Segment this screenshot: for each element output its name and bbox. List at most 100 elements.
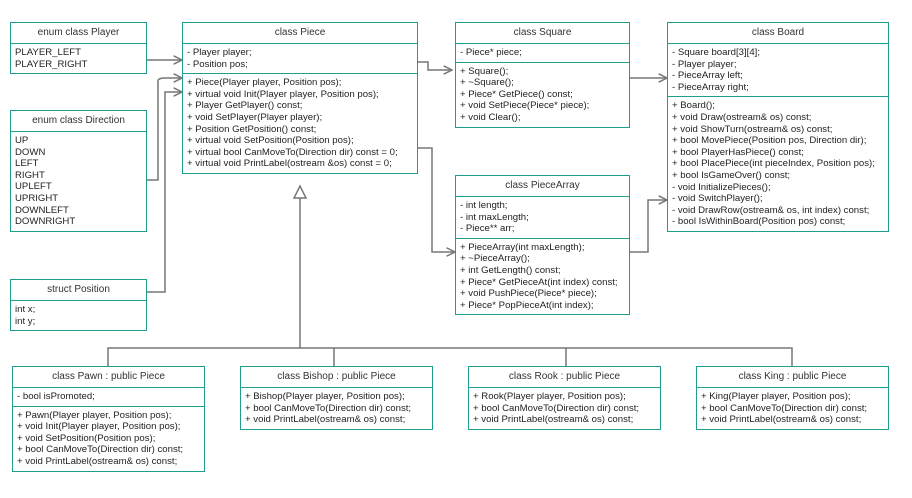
class-name: class King : public Piece [697,367,888,388]
member-line: + bool CanMoveTo(Direction dir) const; [17,444,184,456]
member-line: + Position GetPosition() const; [187,123,317,135]
class-name: struct Position [11,280,146,301]
class-box-piecearray: class PieceArray- int length;- int maxLe… [455,175,630,316]
member-line: + void SetPlayer(Player player); [187,111,323,123]
member-line: - PieceArray right; [672,81,749,93]
member-line: + void Init(Player player, Position pos)… [17,421,181,433]
member-line: RIGHT [15,169,45,181]
member-line: LEFT [15,158,39,170]
member-line: + bool PlacePiece(int pieceIndex, Positi… [672,158,875,170]
attributes-section: - Piece* piece; [456,44,629,63]
member-line: + Pawn(Player player, Position pos); [17,409,172,421]
member-line: - int length; [460,200,508,211]
member-line: + bool IsGameOver() const; [672,169,791,181]
class-box-pawn: class Pawn : public Piece - bool isPromot… [12,366,205,472]
methods-section: + Square();+ ~Square();+ Piece* GetPiece… [456,63,629,127]
member-line: int y; [15,315,36,327]
class-name: class Piece [183,23,417,44]
member-line: + void Clear(); [460,111,521,123]
member-line: + void Draw(ostream& os) const; [672,111,812,123]
class-name: class Pawn : public Piece [13,367,204,388]
member-line: + Bishop(Player player, Position pos); [245,391,405,402]
member-line: + virtual void Init(Player player, Posit… [187,88,379,100]
member-line: + void PrintLabel(ostream& os) const; [473,414,634,426]
inheritance-arrowhead [292,184,308,199]
member-line: - bool isPromoted; [17,391,95,402]
member-line: UPLEFT [15,181,52,193]
connector-piece-to-square [418,61,452,70]
member-line: + int GetLength() const; [460,264,561,276]
members-section: + King(Player player, Position pos);+ bo… [697,388,888,429]
attributes-section: - Square board[3][4];- Player player;- P… [668,44,888,98]
member-line: + Board(); [672,100,715,112]
member-line: + bool CanMoveTo(Direction dir) const; [701,402,868,414]
member-line: - void SwitchPlayer(); [672,193,763,205]
class-box-square: class Square- Piece* piece;+ Square();+ … [455,22,630,128]
member-line: - Piece* piece; [460,47,522,58]
member-line: + virtual bool CanMoveTo(Direction dir) … [187,146,398,158]
member-line: + bool MovePiece(Position pos, Direction… [672,135,867,147]
member-line: - PieceArray left; [672,70,743,82]
class-box-rook: class Rook : public Piece+ Rook(Player p… [468,366,661,430]
member-line: + void ShowTurn(ostream& os) const; [672,123,833,135]
member-line: - Player player; [187,47,252,58]
member-line: PLAYER_LEFT [15,47,81,58]
member-line: PLAYER_RIGHT [15,58,88,70]
class-name: class Rook : public Piece [469,367,660,388]
member-line: + Piece(Player player, Position pos); [187,77,342,89]
member-line: - void InitializePieces(); [672,181,771,193]
member-line: + void PrintLabel(ostream& os) const; [701,414,862,426]
member-line: + ~PieceArray(); [460,253,530,265]
member-line: + virtual void PrintLabel(ostream &os) c… [187,158,392,170]
member-line: - Piece** arr; [460,223,515,235]
connector-direction-to-piece [147,78,182,181]
members-section: + Rook(Player player, Position pos);+ bo… [469,388,660,429]
member-line: + bool PlayerHasPiece() const; [672,146,804,158]
connector-piece-to-piecearray [418,147,455,252]
member-line: + Piece* GetPiece() const; [460,88,573,100]
member-line: DOWNRIGHT [15,216,76,228]
class-name: class Bishop : public Piece [241,367,432,388]
class-name: enum class Direction [11,111,146,132]
connector-position-to-piece [147,92,182,293]
connector-piecearray-to-board [630,200,667,253]
methods-section: + Board();+ void Draw(ostream& os) const… [668,97,888,231]
member-line: + void SetPiece(Piece* piece); [460,100,590,112]
member-line: + Piece* PopPieceAt(int index); [460,299,594,311]
member-line: + PieceArray(int maxLength); [460,241,585,253]
member-line: + Square(); [460,65,509,77]
member-line: + Piece* GetPieceAt(int index) const; [460,276,618,288]
member-line: + Player GetPlayer() const; [187,100,303,112]
member-line: + void PushPiece(Piece* piece); [460,288,597,300]
class-box-bishop: class Bishop : public Piece+ Bishop(Play… [240,366,433,430]
member-line: + King(Player player, Position pos); [701,391,851,402]
member-line: + void PrintLabel(ostream& os) const; [245,414,406,426]
class-box-piece: class Piece- Player player;- Position po… [182,22,418,174]
member-line: DOWN [15,146,46,158]
member-line: - Position pos; [187,58,248,70]
member-line: + void SetPosition(Position pos); [17,432,156,444]
members-section: int x;int y; [11,301,146,330]
member-line: + virtual void SetPosition(Position pos)… [187,135,354,147]
member-line: + bool CanMoveTo(Direction dir) const; [245,402,412,414]
member-line: - Square board[3][4]; [672,47,760,58]
member-line: + void PrintLabel(ostream& os) const; [17,455,178,467]
inheritance-bus [107,196,793,366]
member-line: - void DrawRow(ostream& os, int index) c… [672,204,870,216]
members-section: + Bishop(Player player, Position pos);+ … [241,388,432,429]
attributes-section: - int length;- int maxLength;- Piece** a… [456,197,629,239]
class-name: class Square [456,23,629,44]
methods-section: + Piece(Player player, Position pos);+ v… [183,74,417,173]
attributes-section: - Player player;- Position pos; [183,44,417,75]
member-line: + ~Square(); [460,77,514,89]
member-line: + bool CanMoveTo(Direction dir) const; [473,402,640,414]
class-box-board: class Board- Square board[3][4];- Player… [667,22,889,232]
member-line: - Player player; [672,58,737,70]
methods-section: + Pawn(Player player, Position pos);+ vo… [13,407,204,471]
